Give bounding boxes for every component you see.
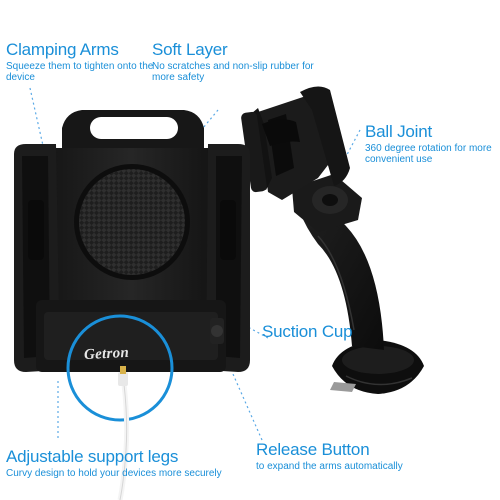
soft-layer-desc: No scratches and non-slip rubber for mor… (152, 61, 314, 83)
support-legs-title: Adjustable support legs (6, 447, 179, 466)
callout-suction-cup: Suction Cup (262, 322, 392, 341)
release-button-desc: to expand the arms automatically (256, 461, 403, 472)
ball-joint-title: Ball Joint (365, 122, 432, 141)
clamping-arms-title: Clamping Arms (6, 40, 119, 59)
callout-support-legs: Adjustable support legs Curvy design to … (6, 447, 246, 479)
brand-logo: Getron (83, 344, 130, 364)
callout-clamping-arms: Clamping Arms Squeeze them to tighten on… (6, 40, 156, 83)
callout-release-button: Release Button to expand the arms automa… (256, 440, 456, 472)
release-button-title: Release Button (256, 440, 370, 459)
suction-mount (241, 86, 424, 394)
suction-cup-title: Suction Cup (262, 322, 353, 341)
soft-layer-title: Soft Layer (152, 40, 228, 59)
phone-holder-front (14, 110, 250, 500)
callout-ball-joint: Ball Joint 360 degree rotation for more … (365, 122, 497, 165)
ball-joint-desc: 360 degree rotation for more convenient … (365, 143, 492, 165)
support-legs-desc: Curvy design to hold your devices more s… (6, 468, 222, 479)
clamping-arms-desc: Squeeze them to tighten onto the device (6, 61, 154, 83)
callout-soft-layer: Soft Layer No scratches and non-slip rub… (152, 40, 332, 83)
